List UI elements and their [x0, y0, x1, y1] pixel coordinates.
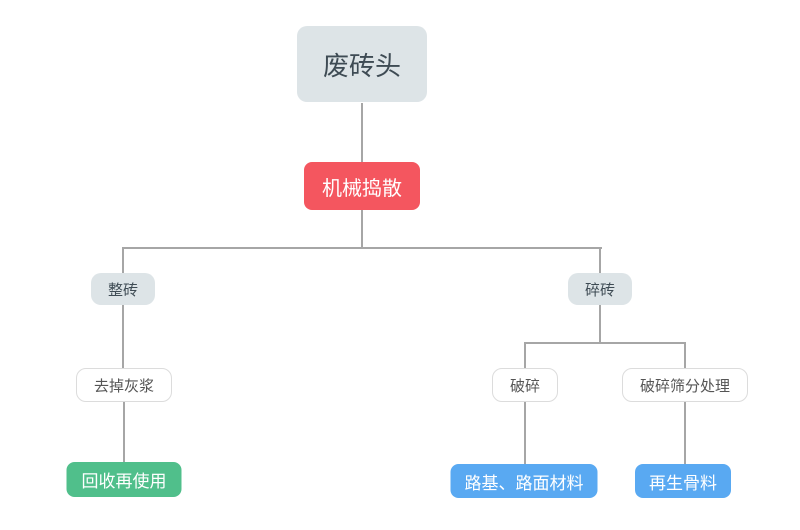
connector-mechanical-down — [361, 210, 363, 248]
connector-whole-brick-to-remove-mortar — [122, 305, 124, 368]
connector-to-whole-brick — [122, 247, 124, 273]
connector-screening-to-aggregate — [684, 402, 686, 464]
node-road-material[interactable]: 路基、路面材料 — [450, 464, 598, 498]
connector-to-crush-screening — [684, 342, 686, 368]
node-recycled-aggregate[interactable]: 再生骨料 — [635, 464, 731, 498]
node-crush-screening[interactable]: 破碎筛分处理 — [621, 368, 749, 402]
node-broken-brick[interactable]: 碎砖 — [567, 273, 633, 305]
node-whole-brick[interactable]: 整砖 — [90, 273, 156, 305]
connector-remove-mortar-to-recycle — [123, 402, 125, 462]
connector-level2-horizontal — [122, 247, 602, 249]
connector-to-broken-brick — [599, 247, 601, 273]
node-crush[interactable]: 破碎 — [491, 368, 559, 402]
connector-crush-to-road-material — [524, 402, 526, 464]
connector-level3-horizontal — [524, 342, 686, 344]
node-waste-brick[interactable]: 废砖头 — [296, 26, 428, 102]
node-mechanical-break[interactable]: 机械捣散 — [304, 162, 420, 210]
node-remove-mortar[interactable]: 去掉灰浆 — [75, 368, 173, 402]
node-recycle-reuse[interactable]: 回收再使用 — [66, 462, 182, 497]
connector-to-crush — [524, 342, 526, 368]
connector-root-to-mechanical — [361, 103, 363, 162]
connector-broken-brick-down — [599, 305, 601, 343]
